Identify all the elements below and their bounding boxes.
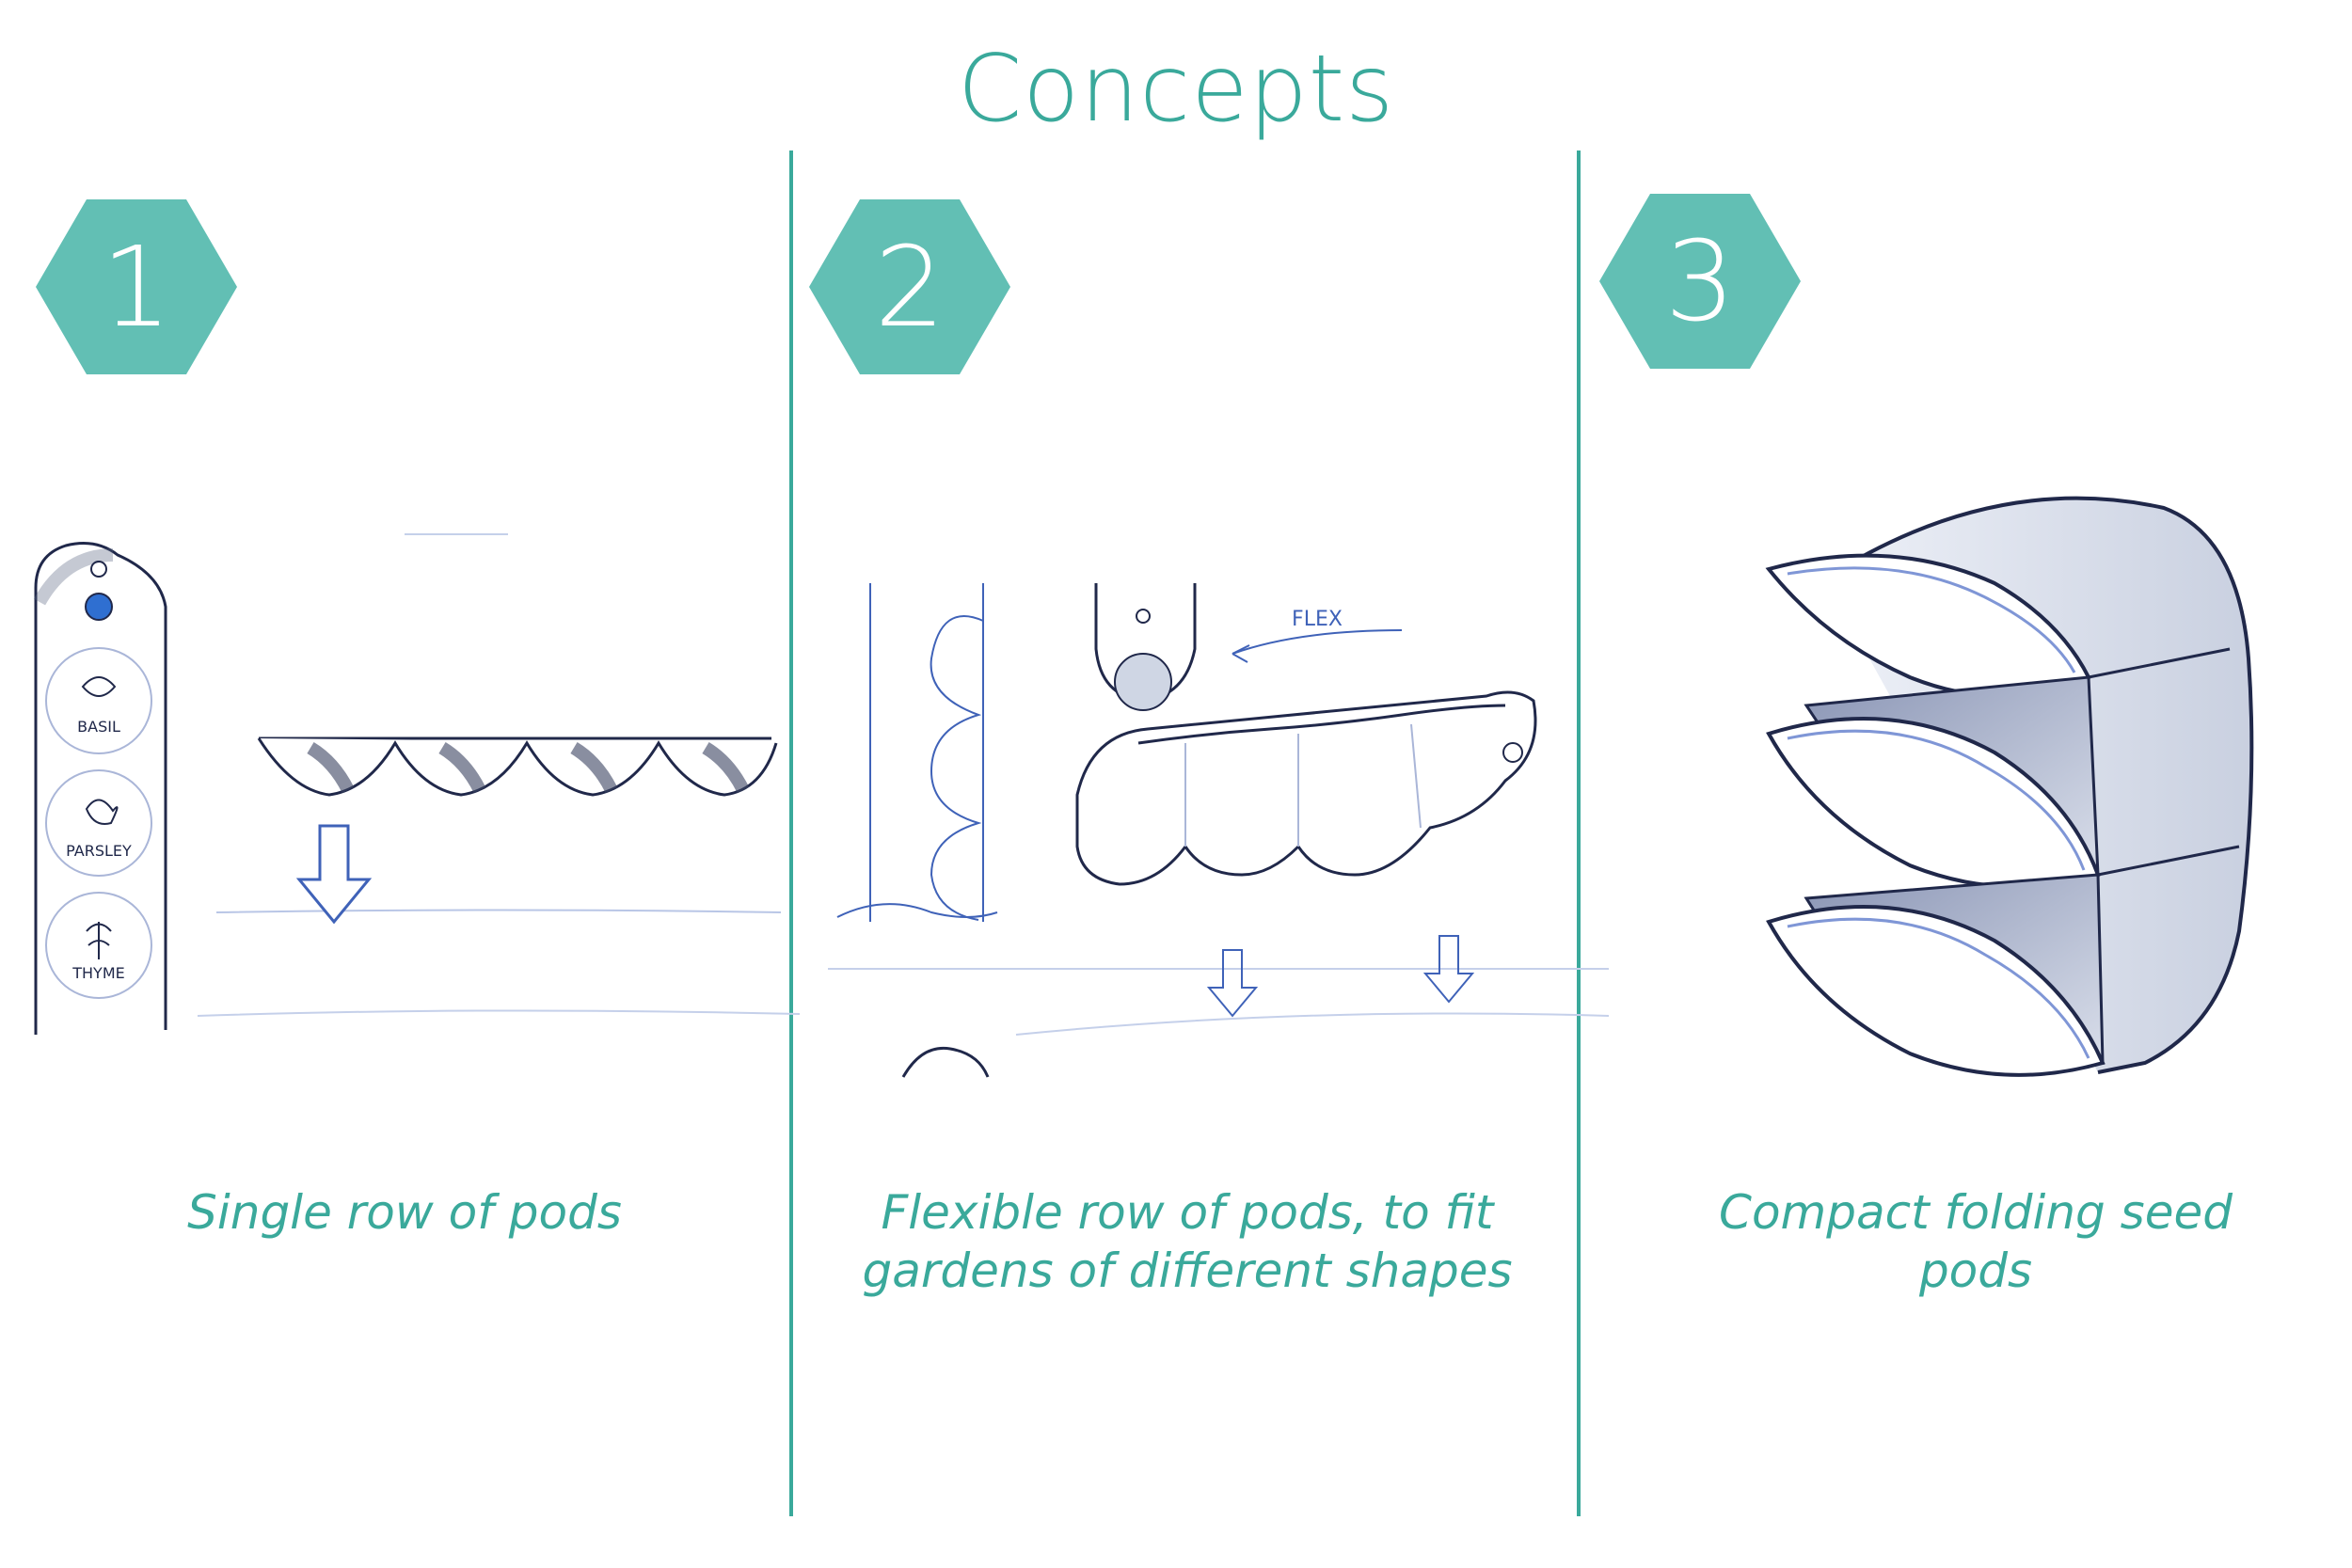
concept-2-number-badge: 2 <box>809 199 1010 374</box>
column-divider-right <box>1577 150 1581 1516</box>
concept-1-number: 1 <box>101 222 172 352</box>
folding-seed-pods-sketch-icon <box>1765 496 2254 1077</box>
flex-annotation: FLEX <box>1292 608 1343 631</box>
page-title: Concepts <box>957 36 1395 143</box>
column-divider-left <box>789 150 793 1516</box>
flexible-row-pods-sketch-icon: FLEX <box>828 583 1609 1078</box>
single-row-pods-sketch-icon: BASIL PARSLEY THYME <box>33 533 800 1035</box>
pod-label-thyme: THYME <box>72 964 125 982</box>
hexagon-badge-icon <box>36 199 237 374</box>
concept-3-number: 3 <box>1664 216 1736 346</box>
concept-3-number-badge: 3 <box>1599 194 1801 369</box>
hexagon-badge-icon <box>809 199 1010 374</box>
concept-1-number-badge: 1 <box>36 199 237 374</box>
pod-label-parsley: PARSLEY <box>66 842 132 860</box>
concept-3-caption: Compact folding seed pods <box>1719 1185 2233 1298</box>
concept-2-number: 2 <box>874 222 946 352</box>
concept-1-caption: Single row of pods <box>187 1185 622 1240</box>
pod-label-basil: BASIL <box>77 718 120 736</box>
hexagon-badge-icon <box>1599 194 1801 369</box>
concept-2-caption: Flexible row of pods, to fit gardens of … <box>862 1185 1513 1298</box>
